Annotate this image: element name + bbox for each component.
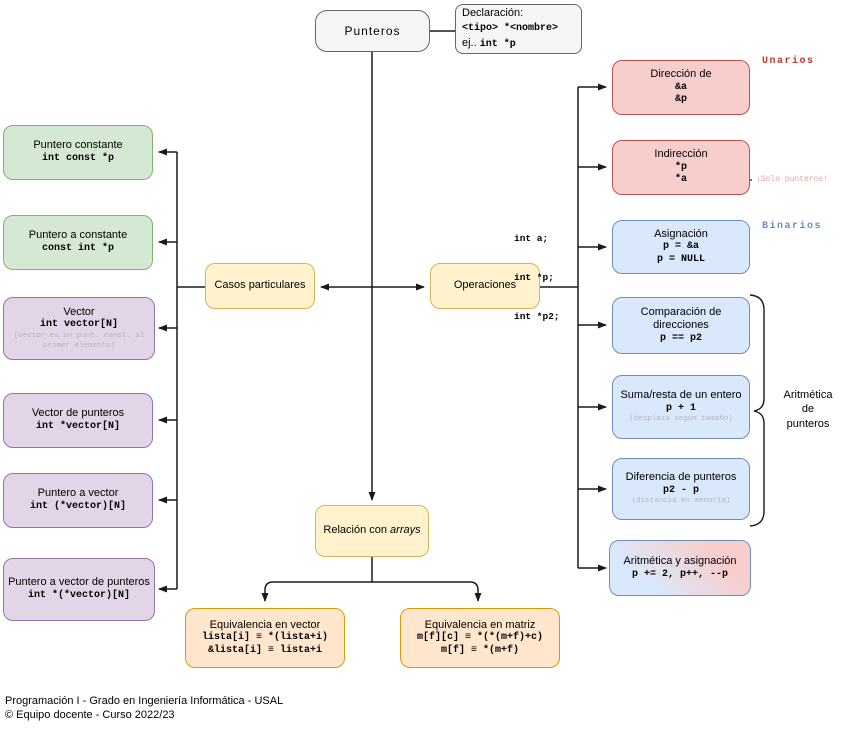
node-code: *a (674, 174, 687, 186)
node-code: p += 2, p++, --p (631, 568, 728, 580)
var-declarations: int a; int *p; int *p2; (514, 206, 560, 349)
operaciones-label: Operaciones (453, 279, 517, 292)
node-vector-de-punteros: Vector de punteros int *vector[N] (3, 393, 153, 448)
node-code: p == p2 (659, 333, 702, 344)
declaracion-example-code: int *p (479, 39, 516, 50)
relacion-prefix: Relación con (323, 524, 391, 537)
node-comparacion-direcciones: Comparación de direcciones p == p2 (612, 297, 750, 354)
node-suma-resta-entero: Suma/resta de un entero p + 1 (desplaza … (612, 375, 750, 439)
node-title: Puntero a constante (28, 229, 128, 242)
solo-punteros-label: ¡Solo punteros! (756, 175, 829, 184)
node-title: Puntero constante (33, 139, 123, 152)
node-operaciones: Operaciones (430, 263, 540, 309)
node-title: Indirección (654, 148, 708, 161)
node-puntero-a-constante: Puntero a constante const int *p (3, 215, 153, 270)
node-title: Asignación (654, 227, 708, 240)
node-code: p = NULL (656, 253, 705, 265)
node-note: primer elemento) (42, 341, 115, 350)
footer-line-course: Programación I - Grado en Ingeniería Inf… (5, 695, 284, 707)
casos-label: Casos particulares (214, 279, 306, 292)
node-code: int vector[N] (39, 319, 118, 331)
node-asignacion: Asignación p = &a p = NULL (612, 220, 750, 274)
declaracion-example: ej.. int *p (462, 36, 516, 52)
relacion-italic: arrays (390, 524, 421, 537)
aritmetica-line: de (801, 403, 815, 416)
node-title: Equivalencia en vector (209, 618, 321, 631)
var-decl-line: int *p2; (514, 311, 560, 322)
node-direccion-de: Dirección de &a &p (612, 60, 750, 115)
node-code: &a (674, 81, 687, 93)
node-code: int *(*vector)[N] (27, 590, 131, 602)
node-equivalencia-matriz: Equivalencia en matriz m[f][c] ≡ *(*(m+f… (400, 608, 560, 668)
var-decl-line: int *p; (514, 272, 554, 283)
node-punteros-label: Punteros (344, 23, 401, 38)
node-code: lista[i] ≡ *(lista+i) (201, 632, 329, 644)
node-note: (distancia en memoria) (631, 497, 731, 506)
declaracion-syntax: <tipo> *<nombre> (462, 23, 559, 34)
aritmetica-line: Aritmética (783, 389, 833, 401)
footer: Programación I - Grado en Ingeniería Inf… (5, 694, 283, 722)
node-title: Aritmética y asignación (623, 554, 737, 567)
node-puntero-constante: Puntero constante int const *p (3, 125, 153, 180)
node-declaracion: Declaración: <tipo> *<nombre> ej.. int *… (455, 4, 582, 54)
node-casos-particulares: Casos particulares (205, 263, 315, 309)
node-code: &p (674, 94, 687, 106)
node-title: Vector de punteros (31, 407, 125, 420)
aritmetica-line: punteros (786, 417, 830, 430)
node-code: p = &a (662, 241, 699, 253)
node-diferencia-punteros: Diferencia de punteros p2 - p (distancia… (612, 458, 750, 520)
node-vector: Vector int vector[N] (vector es un punt.… (3, 297, 155, 360)
node-title: Vector (63, 305, 95, 318)
aritmetica-punteros-label: Aritmética de punteros (772, 388, 844, 431)
node-title: Comparación de direcciones (640, 305, 722, 332)
binarios-label: Binarios (762, 221, 823, 232)
node-code: *p (674, 161, 687, 173)
aritmetica-brace (749, 294, 765, 527)
node-title: Dirección de (650, 68, 712, 81)
node-note: (vector es un punt. const. al (13, 331, 145, 340)
node-code: m[f][c] ≡ *(*(m+f)+c) (416, 632, 544, 644)
node-code: int *vector[N] (35, 421, 120, 433)
node-title: Equivalencia en matriz (424, 618, 536, 631)
node-code: const int *p (41, 243, 114, 255)
node-indireccion: Indirección *p *a (612, 140, 750, 195)
node-title: Diferencia de punteros (625, 471, 737, 483)
declaracion-title: Declaración: (462, 7, 524, 19)
node-aritmetica-asignacion: Aritmética y asignación p += 2, p++, --p (609, 540, 751, 596)
node-note: (desplaza según tamaño) (629, 415, 733, 424)
node-relacion-arrays: Relación con arrays (315, 505, 429, 557)
footer-line-copyright: © Equipo docente - Curso 2022/23 (5, 709, 175, 721)
node-equivalencia-vector: Equivalencia en vector lista[i] ≡ *(list… (185, 608, 345, 668)
node-puntero-a-vector: Puntero a vector int (*vector)[N] (3, 473, 153, 528)
var-decl-line: int a; (514, 233, 549, 244)
node-code: &lista[i] ≡ lista+i (207, 644, 323, 656)
node-code: int const *p (41, 153, 114, 165)
node-title: Suma/resta de un entero (620, 389, 742, 401)
declaracion-example-prefix: ej.. (462, 37, 480, 49)
node-code: int (*vector)[N] (29, 501, 126, 513)
relacion-label: Relación con arrays (323, 524, 420, 538)
node-code: p2 - p (662, 484, 699, 496)
node-title: Puntero a vector (37, 487, 119, 500)
node-title: Puntero a vector de punteros (8, 576, 150, 589)
node-puntero-a-vector-de-punteros: Puntero a vector de punteros int *(*vect… (3, 558, 155, 621)
node-code: p + 1 (665, 402, 696, 414)
node-punteros: Punteros (315, 10, 430, 52)
unarios-label: Unarios (762, 56, 815, 67)
node-code: m[f] ≡ *(m+f) (440, 644, 519, 656)
